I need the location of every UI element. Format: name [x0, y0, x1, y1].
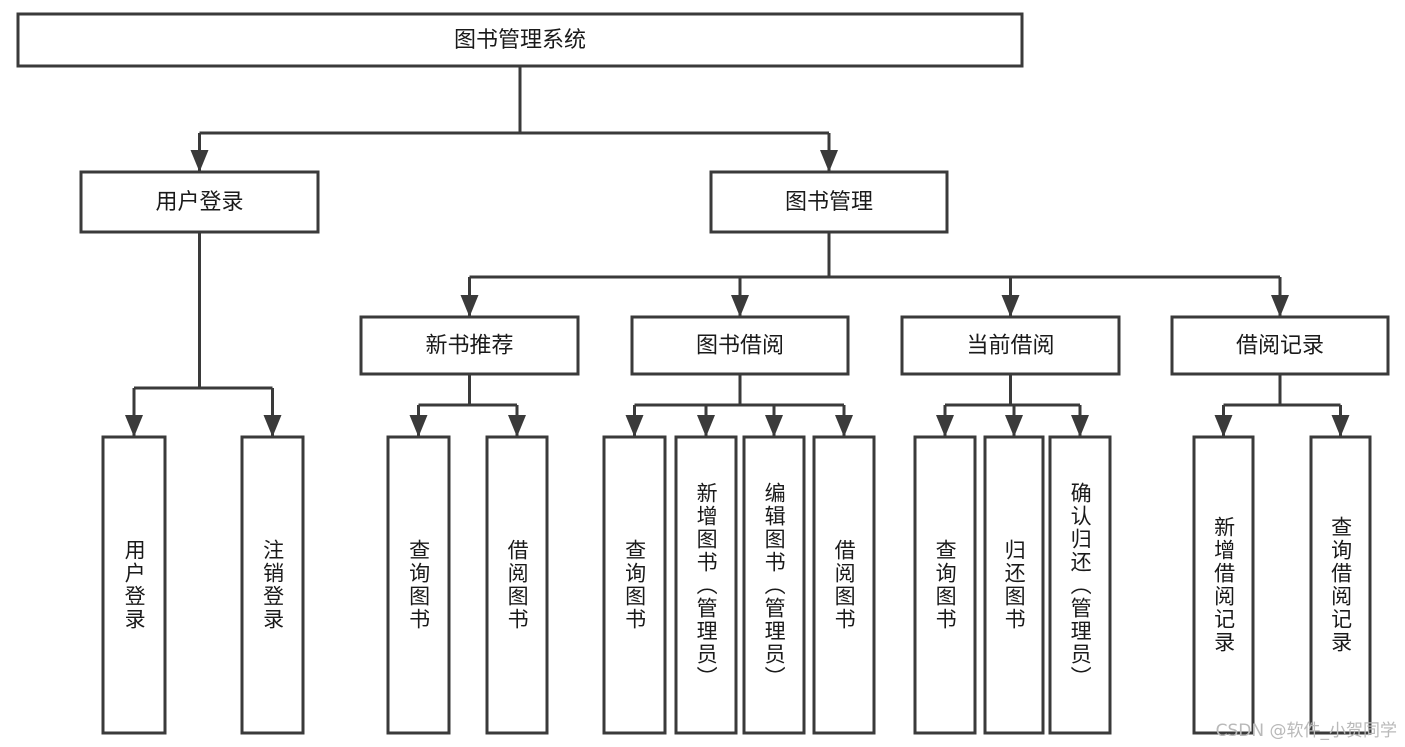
arrowhead-leaf-logout: [263, 415, 282, 437]
node-box-leaf-edit-book[interactable]: [742, 435, 806, 735]
node-boxes: [16, 12, 1390, 735]
node-label-book-manage: 图书管理: [785, 190, 873, 215]
arrowhead-leaf-borrow-book: [835, 415, 853, 437]
node-label-current-borrow: 当前借阅: [966, 334, 1054, 359]
node-box-leaf-query-book-cur[interactable]: [913, 435, 977, 735]
node-label-user-login: 用户登录: [155, 190, 243, 215]
node-box-leaf-borrow-book-rec[interactable]: [485, 435, 549, 735]
node-box-new-book-rec[interactable]: [359, 315, 580, 376]
arrowhead-leaf-return-book: [1005, 415, 1023, 437]
node-box-leaf-borrow-book[interactable]: [812, 435, 876, 735]
connector-lines: [125, 66, 1350, 437]
arrowhead-book-manage: [820, 150, 838, 172]
node-box-leaf-confirm-return[interactable]: [1048, 435, 1112, 735]
node-box-leaf-logout[interactable]: [240, 435, 305, 735]
node-label-root: 图书管理系统: [454, 28, 586, 53]
node-box-root[interactable]: [16, 12, 1024, 68]
arrowhead-leaf-edit-book: [765, 415, 783, 437]
node-box-leaf-query-book-rec[interactable]: [386, 435, 451, 735]
arrowhead-leaf-query-book-cur: [936, 415, 954, 437]
arrowhead-user-login: [190, 150, 209, 172]
arrowhead-book-borrow: [731, 295, 749, 317]
node-box-current-borrow[interactable]: [900, 315, 1121, 376]
node-label-new-book-rec: 新书推荐: [425, 334, 513, 359]
node-label-borrow-record: 借阅记录: [1236, 334, 1324, 359]
arrowhead-leaf-query-book-rec: [409, 415, 428, 437]
node-box-user-login[interactable]: [79, 170, 320, 234]
node-box-leaf-add-record[interactable]: [1192, 435, 1255, 735]
arrowhead-leaf-add-book: [697, 415, 715, 437]
arrowhead-new-book-rec: [460, 295, 479, 317]
arrowhead-leaf-add-record: [1214, 415, 1233, 437]
arrowhead-leaf-query-record: [1331, 415, 1350, 437]
arrowhead-leaf-borrow-book-rec: [508, 415, 526, 437]
arrowhead-leaf-confirm-return: [1071, 415, 1089, 437]
node-box-book-manage[interactable]: [709, 170, 949, 234]
arrowhead-leaf-user-login: [125, 415, 143, 437]
node-box-leaf-query-book-borrow[interactable]: [602, 435, 667, 735]
node-box-book-borrow[interactable]: [630, 315, 850, 376]
csdn-watermark: CSDN @软件_小贺同学: [1215, 721, 1397, 741]
arrowhead-leaf-query-book-borrow: [625, 415, 644, 437]
node-box-leaf-return-book[interactable]: [983, 435, 1045, 735]
node-label-book-borrow: 图书借阅: [696, 334, 784, 359]
node-box-leaf-query-record[interactable]: [1309, 435, 1372, 735]
node-box-borrow-record[interactable]: [1170, 315, 1390, 376]
node-box-leaf-add-book[interactable]: [674, 435, 738, 735]
arrowhead-current-borrow: [1001, 295, 1020, 317]
node-box-leaf-user-login[interactable]: [101, 435, 167, 735]
arrowhead-borrow-record: [1271, 295, 1289, 317]
